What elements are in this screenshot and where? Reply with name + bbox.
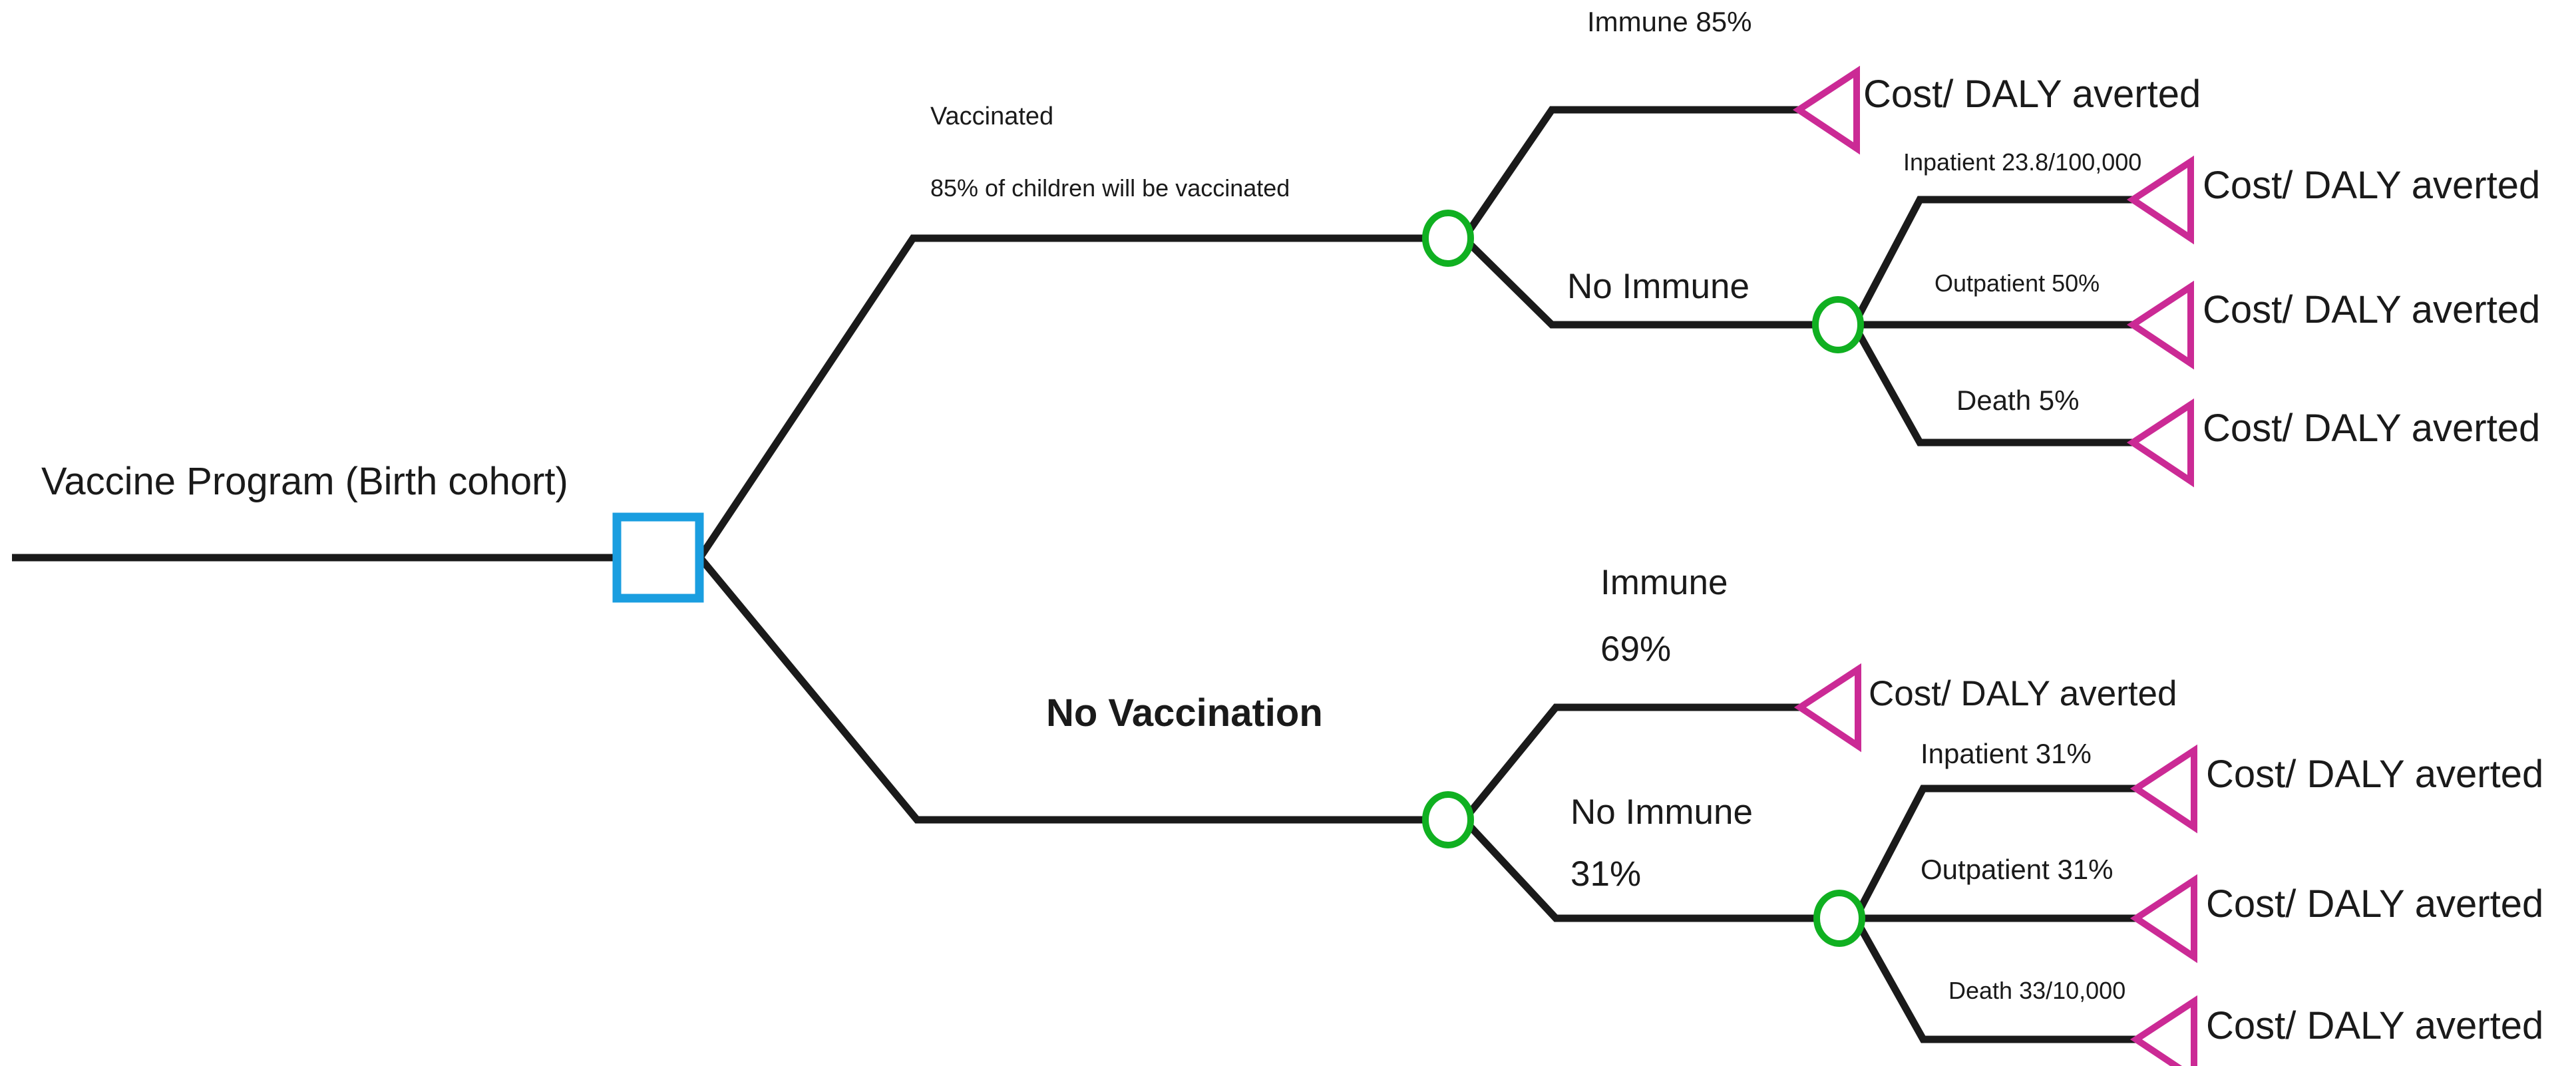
event-label-nv-immune-line1: Immune [1600, 563, 1728, 602]
terminal-label-nv-death: Cost/ DALY averted [2206, 1004, 2544, 1047]
branch-vax-no-immune-line [1461, 236, 1822, 329]
event-label-nv-death: Death 33/10,000 [1948, 977, 2126, 1004]
terminal-triangle-icon-nv-outpatient[interactable] [2129, 874, 2197, 964]
decision-square-icon[interactable] [612, 512, 704, 603]
chance-circle-icon-no-vaccination[interactable] [1422, 791, 1474, 848]
event-label-vax-inpatient: Inpatient 23.8/100,000 [1903, 148, 2142, 176]
terminal-triangle-icon-vax-outpatient[interactable] [2126, 280, 2194, 370]
branch-vax-immune-line [1461, 106, 1799, 241]
event-label-nv-no-immune-line1: No Immune [1570, 793, 1753, 832]
terminal-label-nv-inpatient: Cost/ DALY averted [2206, 753, 2544, 796]
event-label-vax-no-immune: No Immune [1567, 267, 1749, 306]
branch-lines [12, 106, 2136, 1043]
terminal-triangle-icon-vax-death[interactable] [2126, 398, 2194, 488]
branch-label-vaccinated: Vaccinated [930, 102, 1054, 130]
branch-nv-no-immune-line [1461, 817, 1823, 922]
terminal-triangle-icon-nv-immune[interactable] [1793, 663, 1861, 753]
chance-circle-icon-vaccinated[interactable] [1422, 210, 1474, 267]
branch-no-vaccination-line [697, 555, 1432, 824]
event-label-nv-inpatient: Inpatient 31% [1921, 738, 2092, 769]
event-label-nv-no-immune-line2: 31% [1570, 854, 1642, 894]
event-label-nv-immune-line2: 69% [1600, 629, 1672, 669]
branch-vaccinated-line [697, 234, 1432, 560]
event-label-vax-immune: Immune 85% [1587, 6, 1752, 37]
root-label: Vaccine Program (Birth cohort) [41, 460, 568, 503]
terminal-label-vax-inpatient: Cost/ DALY averted [2203, 164, 2541, 207]
branch-label-no-vaccination: No Vaccination [1046, 691, 1323, 735]
chance-circle-icon-nv-no-immune[interactable] [1813, 890, 1865, 947]
terminal-label-nv-immune: Cost/ DALY averted [1869, 674, 2177, 713]
terminal-label-vax-immune: Cost/ DALY averted [1863, 73, 2201, 116]
terminal-triangle-icon-nv-inpatient[interactable] [2129, 744, 2197, 834]
terminal-label-vax-outpatient: Cost/ DALY averted [2203, 288, 2541, 331]
terminal-label-nv-outpatient: Cost/ DALY averted [2206, 882, 2544, 926]
terminal-triangle-icon-vax-immune[interactable] [1792, 65, 1860, 155]
branch-nv-inpatient-line [1852, 785, 2136, 920]
terminal-triangle-icon-nv-death[interactable] [2129, 995, 2197, 1066]
branch-nv-death-line [1852, 916, 2136, 1043]
event-label-vax-outpatient: Outpatient 50% [1934, 269, 2100, 297]
branch-vax-inpatient-line [1851, 196, 2133, 327]
branch-nv-immune-line [1461, 703, 1800, 822]
event-label-nv-outpatient: Outpatient 31% [1921, 854, 2114, 885]
branch-sublabel-vaccinated: 85% of children will be vaccinated [930, 174, 1290, 202]
chance-circle-icon-vax-no-immune[interactable] [1812, 296, 1864, 353]
event-label-vax-death: Death 5% [1956, 385, 2080, 416]
terminal-triangle-icon-vax-inpatient[interactable] [2126, 155, 2194, 245]
terminal-triangles [1792, 65, 2197, 1066]
terminal-label-vax-death: Cost/ DALY averted [2203, 407, 2541, 450]
branch-vax-death-line [1851, 323, 2133, 446]
